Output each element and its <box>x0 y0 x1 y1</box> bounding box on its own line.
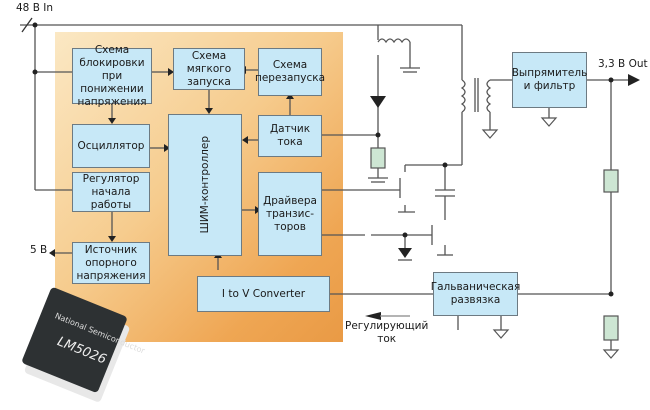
voltage-reference-block: Источник опорного напряжения <box>72 242 150 284</box>
five-volt-label: 5 В <box>30 244 48 256</box>
i-to-v-converter-block: I to V Converter <box>197 276 330 312</box>
rectifier-filter-block: Выпрямитель и фильтр <box>512 52 587 108</box>
current-sensor-block: Датчик тока <box>258 115 322 157</box>
startup-regulator-block: Регулятор начала работы <box>72 172 150 212</box>
restart-block: Схема перезапуска <box>255 48 325 96</box>
pwm-controller-block: ШИМ-контроллер <box>168 114 242 256</box>
galvanic-isolation-block: Гальваническая развязка <box>431 272 520 316</box>
soft-start-block: Схема мягкого запуска <box>173 48 245 90</box>
regulating-current-label: Регулирующий ток <box>345 320 429 345</box>
transistor-drivers-block: Драйвера транзис- торов <box>258 172 322 256</box>
oscillator-block: Осциллятор <box>72 124 150 168</box>
input-voltage-label: 48 В In <box>16 2 53 14</box>
output-voltage-label: 3,3 В Out <box>598 58 648 70</box>
